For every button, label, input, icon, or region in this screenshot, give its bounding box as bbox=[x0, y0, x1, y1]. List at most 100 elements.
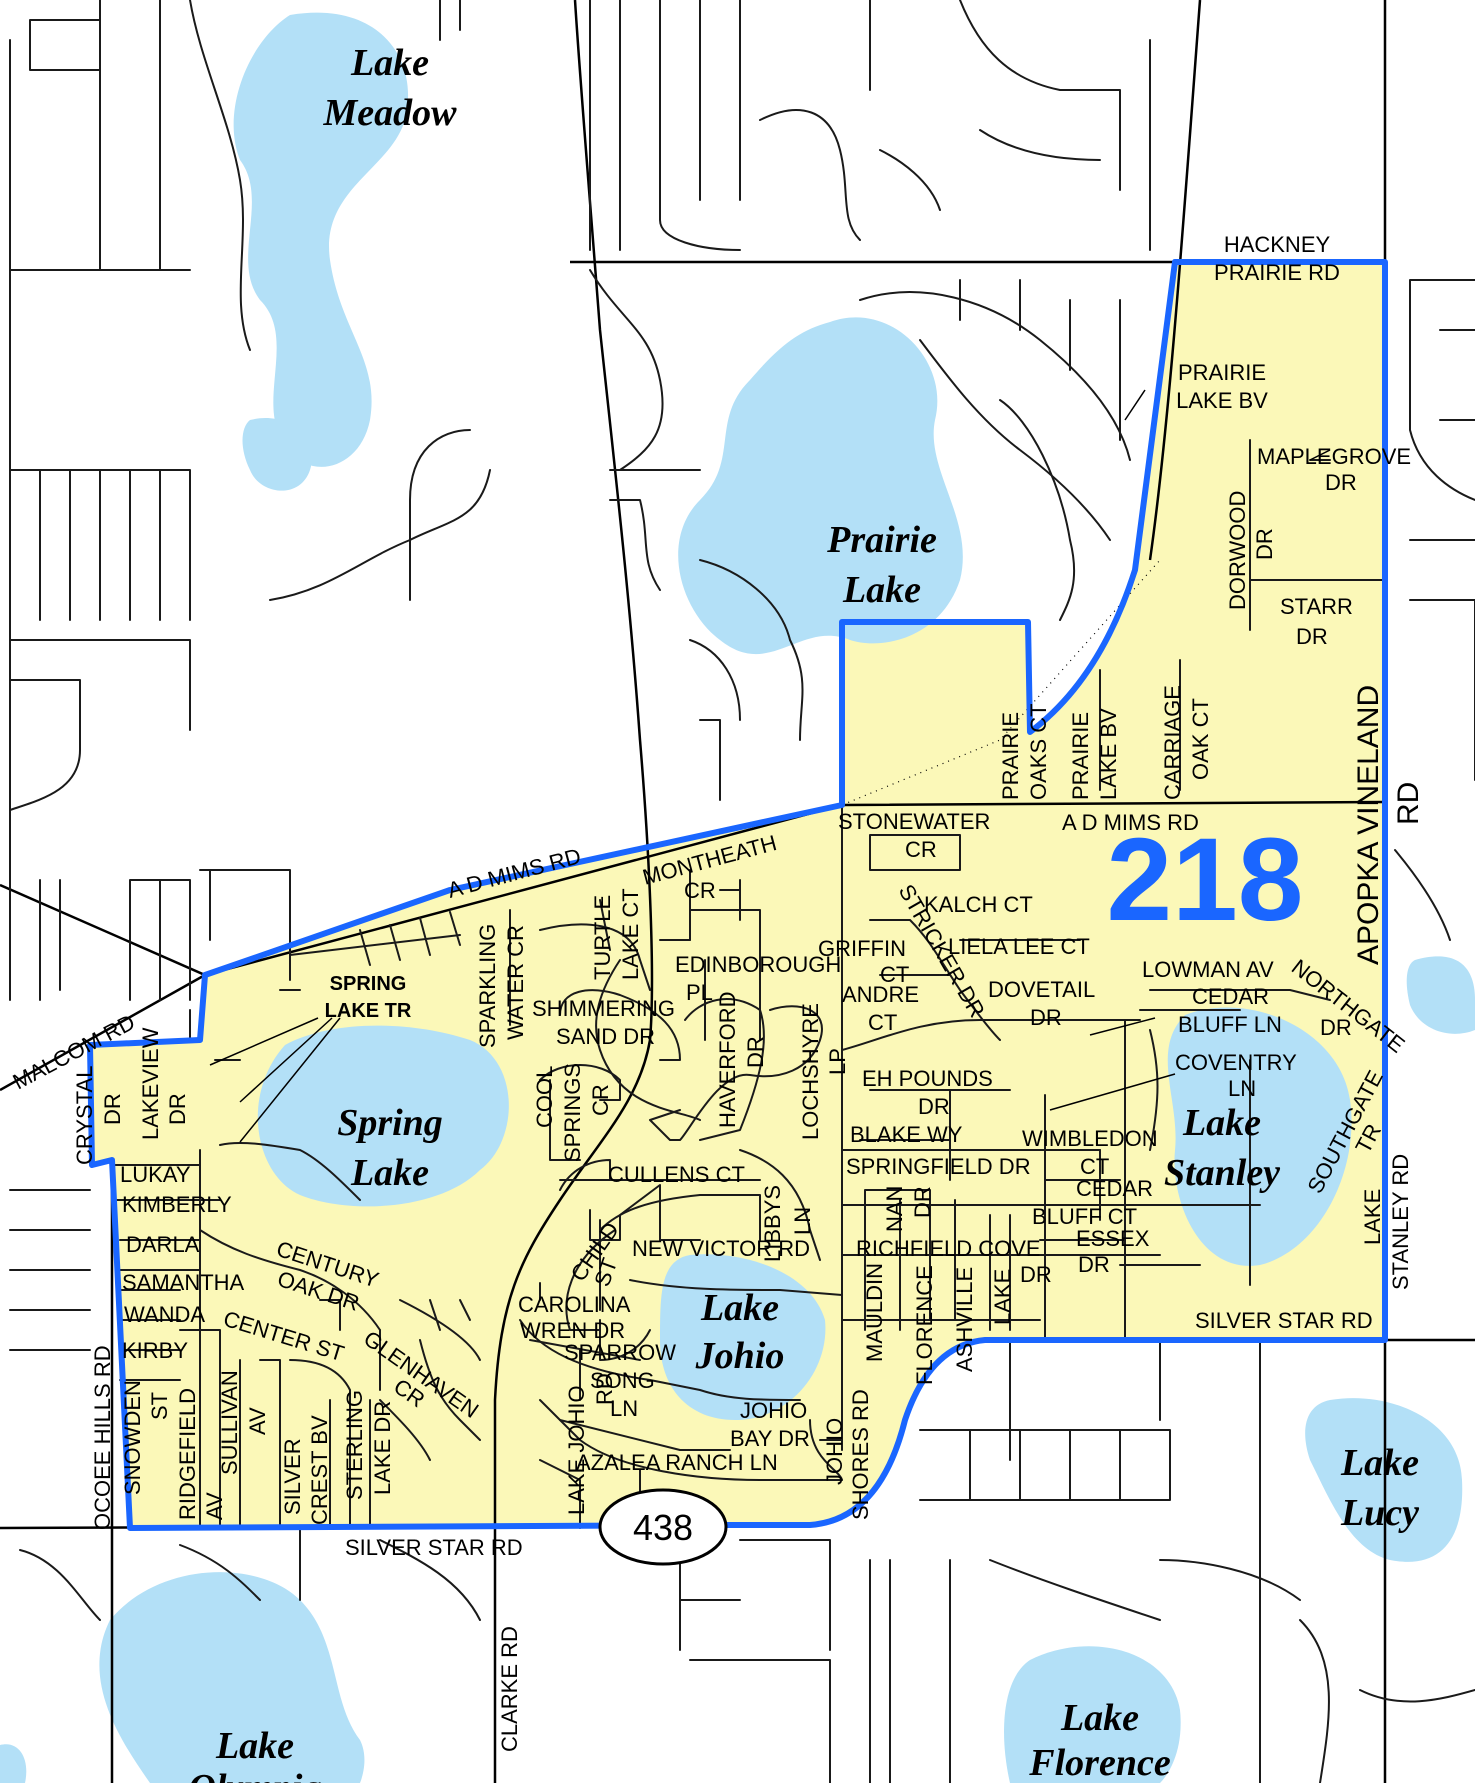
lake-meadow-label-1: Lake bbox=[350, 42, 429, 84]
street-snowden-1: SNOWDEN bbox=[120, 1380, 145, 1495]
street-crystal-1: CRYSTAL bbox=[72, 1066, 97, 1165]
street-turtle-2: LAKE CT bbox=[618, 888, 643, 980]
street-essex-1: ESSEX bbox=[1076, 1226, 1150, 1251]
district-218-area[interactable] bbox=[90, 262, 1385, 1528]
street-prairie-oaks-1: PRAIRIE bbox=[998, 712, 1023, 800]
street-mauldin: MAULDIN bbox=[862, 1263, 887, 1362]
street-haverford-1: HAVERFORD bbox=[715, 992, 740, 1129]
street-sparrow-1: SPARROW bbox=[564, 1340, 676, 1365]
street-starr-1: STARR bbox=[1280, 594, 1353, 619]
lake-stanley-label-1: Lake bbox=[1182, 1102, 1261, 1144]
pond-west bbox=[242, 418, 312, 491]
street-shimmering-2: SAND DR bbox=[556, 1024, 655, 1049]
street-sparkling-1: SPARKLING bbox=[475, 924, 500, 1048]
lake-spring-label-2: Lake bbox=[350, 1152, 429, 1194]
street-florence: FLORENCE bbox=[912, 1265, 937, 1385]
lake-meadow-label-2: Meadow bbox=[323, 92, 458, 134]
street-cedar-bluff-ct-2: BLUFF CT bbox=[1032, 1204, 1137, 1229]
malcom-rd-line bbox=[0, 973, 206, 1092]
lake-prairie-label-2: Lake bbox=[842, 569, 921, 611]
street-wanda: WANDA bbox=[124, 1302, 205, 1327]
street-hackney-2: PRAIRIE RD bbox=[1214, 260, 1340, 285]
street-stonewater-2: CR bbox=[905, 837, 937, 862]
street-lakeview-1: LAKEVIEW bbox=[138, 1027, 163, 1140]
street-lochshyre-1: LOCHSHYRE bbox=[798, 1003, 823, 1140]
lake-florence-label-2: Florence bbox=[1028, 1742, 1171, 1783]
district-number: 218 bbox=[1107, 814, 1304, 946]
street-prairie-lake-bv-s-1: PRAIRIE bbox=[1068, 712, 1093, 800]
street-silver-star-east: SILVER STAR RD bbox=[1195, 1308, 1373, 1333]
street-new-victor: NEW VICTOR RD bbox=[632, 1236, 810, 1261]
street-richfield-2: DR bbox=[1020, 1262, 1052, 1287]
street-lowman: LOWMAN AV bbox=[1142, 957, 1274, 982]
street-cool-3: CR bbox=[588, 1084, 613, 1116]
street-wimbledon-2: CT bbox=[1080, 1154, 1109, 1179]
pond-east bbox=[1406, 956, 1475, 1034]
street-stonewater-1: STONEWATER bbox=[838, 809, 990, 834]
street-haverford-2: DR bbox=[743, 1036, 768, 1068]
street-nan-1: NAN bbox=[882, 1186, 907, 1232]
street-sparrow-3: LN bbox=[610, 1396, 638, 1421]
street-libbys-1: LIBBYS bbox=[760, 1185, 785, 1262]
street-dorwood-2: DR bbox=[1252, 528, 1277, 560]
street-edinborough-2: PL bbox=[686, 980, 713, 1005]
lake-olympia-water[interactable] bbox=[99, 1572, 365, 1783]
street-richfield-1: RICHFIELD COVE bbox=[856, 1236, 1041, 1261]
street-johio-shores-2: SHORES RD bbox=[848, 1389, 873, 1520]
street-carriage-oak-2: OAK CT bbox=[1188, 698, 1213, 780]
street-silver-crest-2: CREST BV bbox=[307, 1415, 332, 1525]
street-andre-1: ANDRE bbox=[842, 982, 919, 1007]
street-sterling-2: LAKE DR bbox=[370, 1401, 395, 1495]
route-438-shield[interactable]: 438 bbox=[598, 1488, 728, 1566]
street-carolina-2: WREN DR bbox=[520, 1318, 625, 1343]
lake-meadow-water[interactable] bbox=[233, 12, 409, 467]
street-dovetail-1: DOVETAIL bbox=[988, 977, 1095, 1002]
street-kimberly: KIMBERLY bbox=[122, 1192, 232, 1217]
lake-spring-water[interactable] bbox=[257, 1025, 509, 1207]
street-prairie-lake-bv-n-1: PRAIRIE bbox=[1178, 360, 1266, 385]
water-bodies bbox=[0, 12, 1475, 1783]
street-ridgefield-2: AV bbox=[202, 1492, 227, 1520]
railroad-line bbox=[1148, 0, 1202, 561]
route-438-number: 438 bbox=[633, 1507, 693, 1548]
lake-prairie-water[interactable] bbox=[678, 317, 963, 655]
street-liela-lee: LIELA LEE CT bbox=[948, 934, 1090, 959]
lake-johio-label-1: Lake bbox=[700, 1287, 779, 1329]
lake-olympia-label-2: Olympia bbox=[189, 1767, 322, 1783]
lake-johio-water[interactable] bbox=[660, 1254, 826, 1420]
street-nan-2: DR bbox=[910, 1186, 935, 1218]
street-lake-stanley-1: LAKE bbox=[1360, 1189, 1385, 1245]
street-springfield: SPRINGFIELD DR bbox=[846, 1154, 1031, 1179]
lake-lucy-label-2: Lucy bbox=[1340, 1492, 1419, 1534]
street-essex-2: DR bbox=[1078, 1252, 1110, 1277]
clarke-rd-line bbox=[493, 0, 654, 1783]
street-kalch: KALCH CT bbox=[924, 892, 1033, 917]
lake-stanley-label-2: Stanley bbox=[1164, 1152, 1280, 1194]
street-andre-2: CT bbox=[868, 1010, 897, 1035]
district-218-boundary[interactable] bbox=[87, 259, 1388, 1531]
lake-lucy-water[interactable] bbox=[1305, 1398, 1463, 1562]
street-maplegrove-2: DR bbox=[1325, 470, 1357, 495]
street-sullivan-2: AV bbox=[245, 1407, 270, 1435]
lake-florence-water[interactable] bbox=[1004, 1646, 1181, 1783]
street-crystal-2: DR bbox=[100, 1093, 125, 1125]
street-wimbledon-1: WIMBLEDON bbox=[1022, 1126, 1158, 1151]
street-lake-johio-2: RD bbox=[592, 1373, 617, 1405]
street-darla: DARLA bbox=[126, 1232, 200, 1257]
street-spring-lake-tr-1: SPRING bbox=[330, 973, 407, 995]
street-dorwood-1: DORWOOD bbox=[1225, 491, 1250, 610]
street-apopka-vineland-1: APOPKA VINELAND bbox=[1352, 685, 1385, 965]
street-cool-1: COOL bbox=[532, 1066, 557, 1128]
lake-florence-label-1: Lake bbox=[1060, 1697, 1139, 1739]
lake-lucy-label-1: Lake bbox=[1340, 1442, 1419, 1484]
street-lukay: LUKAY bbox=[120, 1162, 191, 1187]
street-hackney-1: HACKNEY bbox=[1224, 232, 1331, 257]
street-northgate-2: DR bbox=[1320, 1015, 1352, 1040]
street-carolina-1: CAROLINA bbox=[518, 1292, 631, 1317]
street-ocoee-hills: OCOEE HILLS RD bbox=[90, 1345, 115, 1530]
street-sparrow-2: SONG bbox=[590, 1368, 655, 1393]
lake-stanley-water[interactable] bbox=[1167, 1007, 1352, 1266]
street-snowden-2: ST bbox=[147, 1392, 172, 1420]
street-libbys-2: LN bbox=[790, 1207, 815, 1235]
